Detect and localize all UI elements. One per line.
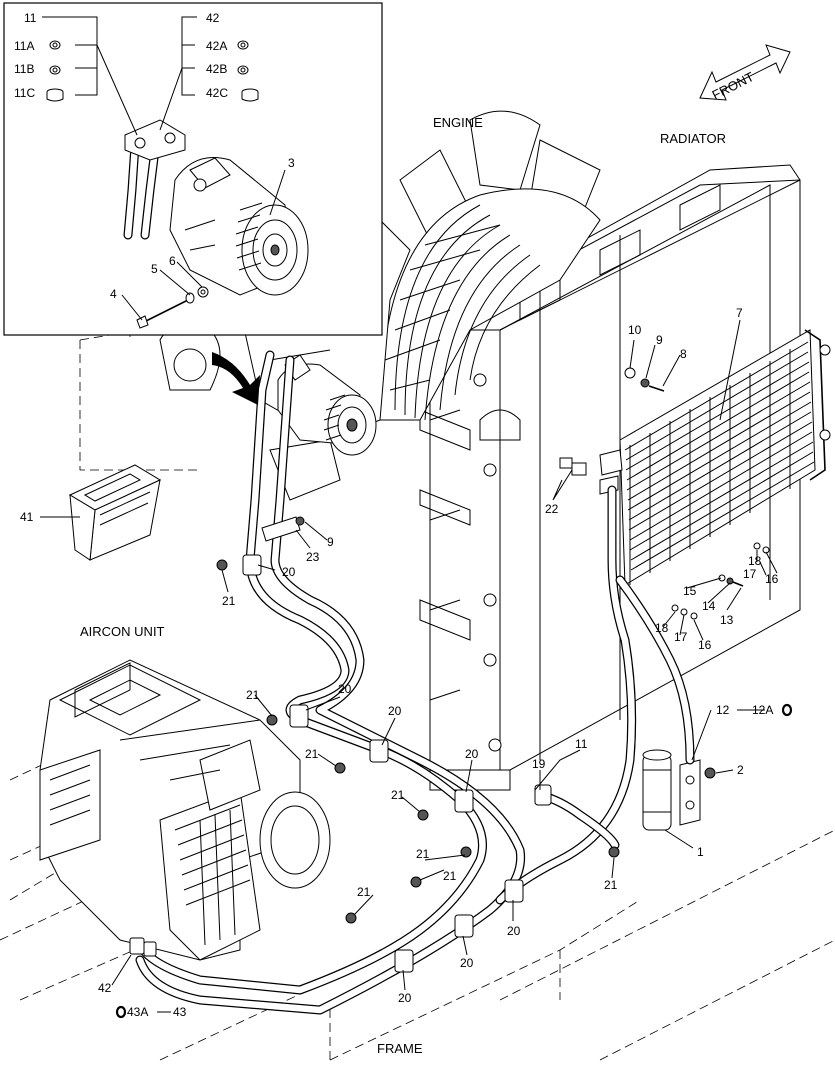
callout-7: 7	[736, 306, 743, 320]
callout-1: 1	[697, 845, 704, 859]
o-rings	[115, 703, 793, 1019]
callout-11a: 11A	[14, 39, 34, 53]
bracket-hardware	[261, 367, 770, 620]
callout-18-b: 18	[655, 621, 669, 635]
callout-18-a: 18	[748, 554, 762, 568]
callout-42c: 42C	[206, 86, 228, 100]
callout-20-d: 20	[465, 747, 479, 761]
callout-12: 12	[716, 703, 730, 717]
callout-3: 3	[288, 156, 295, 170]
callout-13: 13	[720, 613, 734, 627]
callout-10: 10	[628, 323, 642, 337]
callout-6: 6	[169, 254, 176, 268]
callout-19: 19	[532, 757, 546, 771]
callout-11-main: 11	[575, 737, 588, 751]
callout-11b: 11B	[14, 62, 34, 76]
callout-21-b: 21	[246, 688, 260, 702]
front-arrow: FRONT	[699, 44, 791, 103]
callout-15: 15	[683, 584, 697, 598]
callout-41: 41	[20, 510, 34, 524]
callout-21-e: 21	[416, 847, 430, 861]
engine-caption: ENGINE	[433, 115, 483, 130]
aircon-unit-caption: AIRCON UNIT	[80, 624, 165, 639]
callout-12a: 12A	[752, 703, 773, 717]
callout-20-g: 20	[398, 991, 412, 1005]
callout-22: 22	[545, 502, 559, 516]
callout-42-main: 42	[98, 981, 112, 995]
radiator	[419, 164, 801, 791]
callout-16-b: 16	[698, 638, 712, 652]
callout-9-top: 9	[656, 333, 663, 347]
compressor-main	[277, 354, 377, 456]
callout-14: 14	[702, 599, 716, 613]
radiator-caption: RADIATOR	[660, 131, 726, 146]
callout-20-c: 20	[388, 704, 402, 718]
callout-16-a: 16	[765, 572, 779, 586]
callout-5: 5	[151, 262, 158, 276]
detail-arrow	[212, 352, 260, 405]
callout-9-mid: 9	[327, 535, 334, 549]
callout-21-a: 21	[222, 594, 236, 608]
callout-20-b: 20	[338, 682, 352, 696]
callout-11c: 11C	[14, 86, 35, 100]
hose-clamps	[242, 554, 552, 973]
label-dashes	[157, 709, 750, 1013]
leader-lines	[40, 319, 778, 1013]
callout-11: 11	[24, 11, 37, 25]
callout-20-f: 20	[460, 956, 474, 970]
bolts-21	[216, 559, 716, 924]
callout-21-h: 21	[604, 878, 618, 892]
callout-20-a: 20	[282, 565, 296, 579]
callout-21-c: 21	[305, 747, 319, 761]
main-callouts: 10 9 8 7 22 41 23 9 20 21 18 17 16 15 14…	[20, 306, 779, 1019]
callout-2: 2	[737, 763, 744, 777]
inset-detail	[3, 2, 383, 336]
control-panel	[68, 464, 162, 561]
callout-42b: 42B	[206, 62, 227, 76]
callout-42a: 42A	[206, 39, 227, 53]
callout-21-f: 21	[443, 869, 457, 883]
callout-23: 23	[306, 550, 320, 564]
callout-20-e: 20	[507, 924, 521, 938]
callout-4: 4	[110, 287, 117, 301]
callout-43: 43	[173, 1005, 187, 1019]
callout-21-g: 21	[357, 885, 371, 899]
callout-42: 42	[206, 11, 220, 25]
inset-callouts: 11 11A 11B 11C 42 42A 42B 42C 3 4 5 6	[14, 11, 295, 301]
captions: ENGINE RADIATOR AIRCON UNIT FRAME	[80, 115, 726, 1056]
condenser	[599, 329, 831, 586]
callout-8: 8	[680, 347, 687, 361]
receiver-drier	[642, 749, 701, 831]
aircon-unit	[39, 659, 331, 961]
frame-caption: FRAME	[377, 1041, 423, 1056]
callout-17-a: 17	[743, 567, 757, 581]
callout-17-b: 17	[674, 630, 688, 644]
callout-21-d: 21	[391, 788, 405, 802]
engine-fan	[379, 110, 601, 421]
callout-43a: 43A	[127, 1005, 148, 1019]
